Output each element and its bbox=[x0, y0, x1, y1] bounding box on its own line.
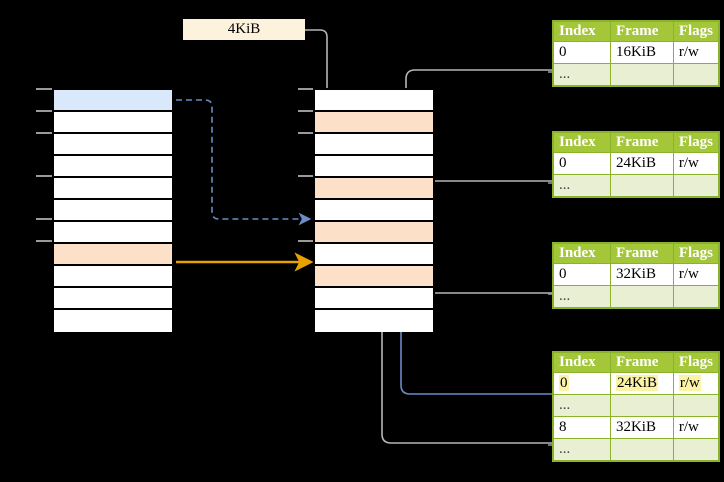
column-header-flags: Flags bbox=[672, 132, 720, 153]
column-header-index: Index bbox=[553, 352, 611, 373]
table-row[interactable] bbox=[315, 90, 433, 112]
cell-flags: r/w bbox=[672, 41, 720, 64]
table-row[interactable]: 0 32KiB r/w bbox=[553, 263, 720, 286]
cell-frame: 24KiB bbox=[609, 152, 674, 175]
cell-index: ... bbox=[553, 174, 611, 197]
page-table-3-header-row: Index Frame Flags bbox=[553, 243, 720, 264]
cell-index: 0 bbox=[553, 152, 611, 175]
cell-flags bbox=[672, 394, 720, 417]
table-row[interactable] bbox=[315, 288, 433, 310]
table-row[interactable] bbox=[54, 266, 172, 288]
wire-left0-to-middle6 bbox=[176, 99, 312, 226]
cell-flags: r/w bbox=[672, 372, 720, 395]
table-row[interactable]: 0 16KiB r/w bbox=[553, 41, 720, 64]
table-row[interactable] bbox=[315, 134, 433, 156]
table-row[interactable] bbox=[54, 112, 172, 134]
cell-index: 0 bbox=[553, 263, 611, 286]
cell-frame bbox=[609, 394, 674, 417]
column-header-flags: Flags bbox=[672, 21, 720, 42]
table-row[interactable] bbox=[54, 244, 172, 266]
column-header-frame: Frame bbox=[609, 352, 674, 373]
column-header-frame: Frame bbox=[609, 243, 674, 264]
table-row-ellipsis[interactable]: ... bbox=[553, 63, 720, 86]
column-header-flags: Flags bbox=[672, 243, 720, 264]
table-row[interactable] bbox=[54, 156, 172, 178]
table-row-ellipsis[interactable]: ... bbox=[553, 285, 720, 308]
cell-frame-highlight: 24KiB bbox=[615, 375, 658, 391]
table-row[interactable] bbox=[54, 90, 172, 112]
table-row[interactable] bbox=[54, 222, 172, 244]
cell-frame bbox=[609, 174, 674, 197]
table-row[interactable] bbox=[54, 200, 172, 222]
table-row[interactable] bbox=[315, 112, 433, 134]
size-label-4kib: 4KiB bbox=[183, 19, 305, 40]
cell-frame bbox=[609, 285, 674, 308]
cell-flags bbox=[672, 174, 720, 197]
table-row-ellipsis[interactable]: ... bbox=[553, 174, 720, 197]
cell-index: ... bbox=[553, 438, 611, 461]
column-header-frame: Frame bbox=[609, 132, 674, 153]
page-table-1[interactable]: Index Frame Flags 0 16KiB r/w ... bbox=[552, 20, 720, 87]
table-row[interactable] bbox=[315, 244, 433, 266]
cell-frame: 32KiB bbox=[609, 416, 674, 439]
column-header-index: Index bbox=[553, 243, 611, 264]
table-row[interactable]: 0 24KiB r/w bbox=[553, 152, 720, 175]
second-level-table[interactable] bbox=[313, 88, 435, 332]
cell-index: ... bbox=[553, 394, 611, 417]
table-row[interactable]: 0 24KiB r/w bbox=[553, 372, 720, 395]
column-header-frame: Frame bbox=[609, 21, 674, 42]
wire-pt3-to-middle8 bbox=[415, 266, 556, 294]
cell-frame bbox=[609, 438, 674, 461]
cell-flags bbox=[672, 438, 720, 461]
cell-flags: r/w bbox=[672, 152, 720, 175]
cell-index: 0 bbox=[553, 372, 611, 395]
table-row[interactable] bbox=[315, 156, 433, 178]
cell-frame: 24KiB bbox=[609, 372, 674, 395]
cell-flags: r/w bbox=[672, 416, 720, 439]
column-header-index: Index bbox=[553, 21, 611, 42]
cell-frame: 32KiB bbox=[609, 263, 674, 286]
table-row[interactable] bbox=[315, 200, 433, 222]
table-row[interactable] bbox=[315, 178, 433, 200]
cell-flags: r/w bbox=[672, 263, 720, 286]
table-row[interactable] bbox=[54, 310, 172, 332]
cell-index: 8 bbox=[553, 416, 611, 439]
left-table-ticks bbox=[36, 88, 52, 242]
cell-index: 0 bbox=[553, 41, 611, 64]
table-row-ellipsis[interactable]: ... bbox=[553, 394, 720, 417]
page-table-4[interactable]: Index Frame Flags 0 24KiB r/w ... 8 bbox=[552, 351, 720, 462]
page-table-2[interactable]: Index Frame Flags 0 24KiB r/w ... bbox=[552, 131, 720, 198]
table-row[interactable] bbox=[54, 178, 172, 200]
cell-index-highlight: 0 bbox=[559, 375, 569, 391]
cell-index: ... bbox=[553, 285, 611, 308]
table-row-ellipsis[interactable]: ... bbox=[553, 438, 720, 461]
middle-table-ticks bbox=[298, 88, 314, 242]
column-header-flags: Flags bbox=[672, 352, 720, 373]
page-table-4-header-row: Index Frame Flags bbox=[553, 352, 720, 373]
page-table-1-header-row: Index Frame Flags bbox=[553, 21, 720, 42]
cell-index: ... bbox=[553, 63, 611, 86]
table-row[interactable] bbox=[315, 310, 433, 332]
table-row[interactable] bbox=[54, 134, 172, 156]
cell-flags bbox=[672, 285, 720, 308]
table-row[interactable] bbox=[315, 222, 433, 244]
table-row[interactable] bbox=[54, 288, 172, 310]
page-table-3[interactable]: Index Frame Flags 0 32KiB r/w ... bbox=[552, 242, 720, 309]
cell-flags-highlight: r/w bbox=[678, 375, 701, 391]
table-row[interactable] bbox=[315, 266, 433, 288]
column-header-index: Index bbox=[553, 132, 611, 153]
table-row[interactable]: 8 32KiB r/w bbox=[553, 416, 720, 439]
cell-frame bbox=[609, 63, 674, 86]
cell-frame: 16KiB bbox=[609, 41, 674, 64]
cell-flags bbox=[672, 63, 720, 86]
page-table-2-header-row: Index Frame Flags bbox=[553, 132, 720, 153]
top-level-table[interactable] bbox=[52, 88, 174, 332]
